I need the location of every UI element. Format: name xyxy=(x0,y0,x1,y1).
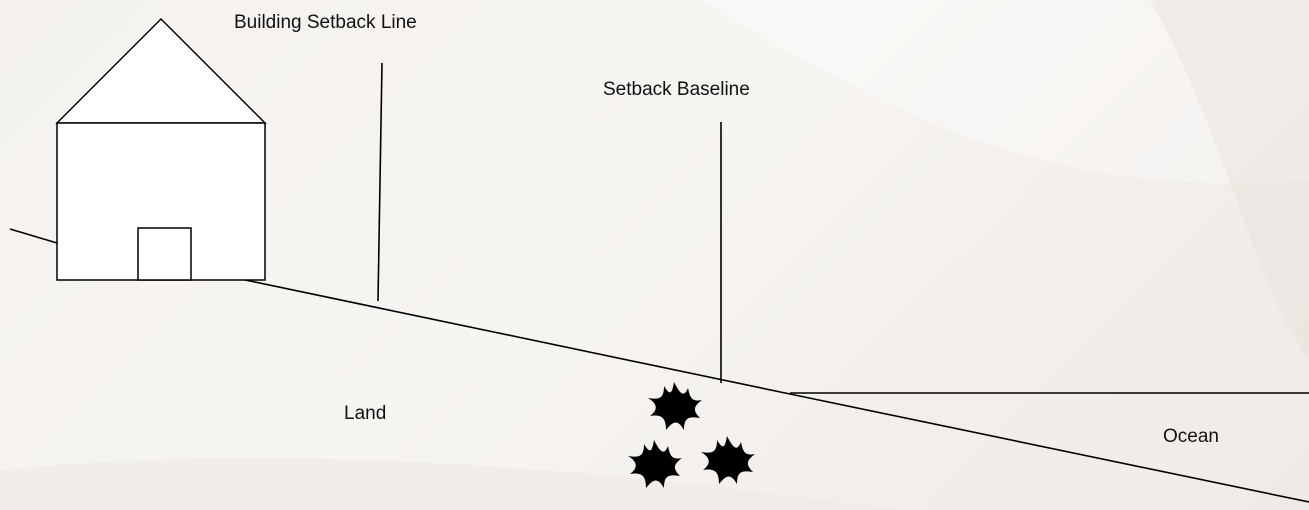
beach-plant-icon xyxy=(701,436,755,484)
house-door xyxy=(137,227,192,281)
ground-line xyxy=(9,228,1309,503)
ocean-label: Ocean xyxy=(1163,426,1219,447)
beach-plant-icon xyxy=(648,382,702,430)
setback-baseline-label: Setback Baseline xyxy=(603,79,750,100)
beach-plant-icon xyxy=(628,440,682,488)
building-setback-line-label: Building Setback Line xyxy=(234,12,417,33)
land-label: Land xyxy=(344,403,387,424)
building-setback-line xyxy=(377,62,383,302)
house-icon xyxy=(55,17,267,281)
